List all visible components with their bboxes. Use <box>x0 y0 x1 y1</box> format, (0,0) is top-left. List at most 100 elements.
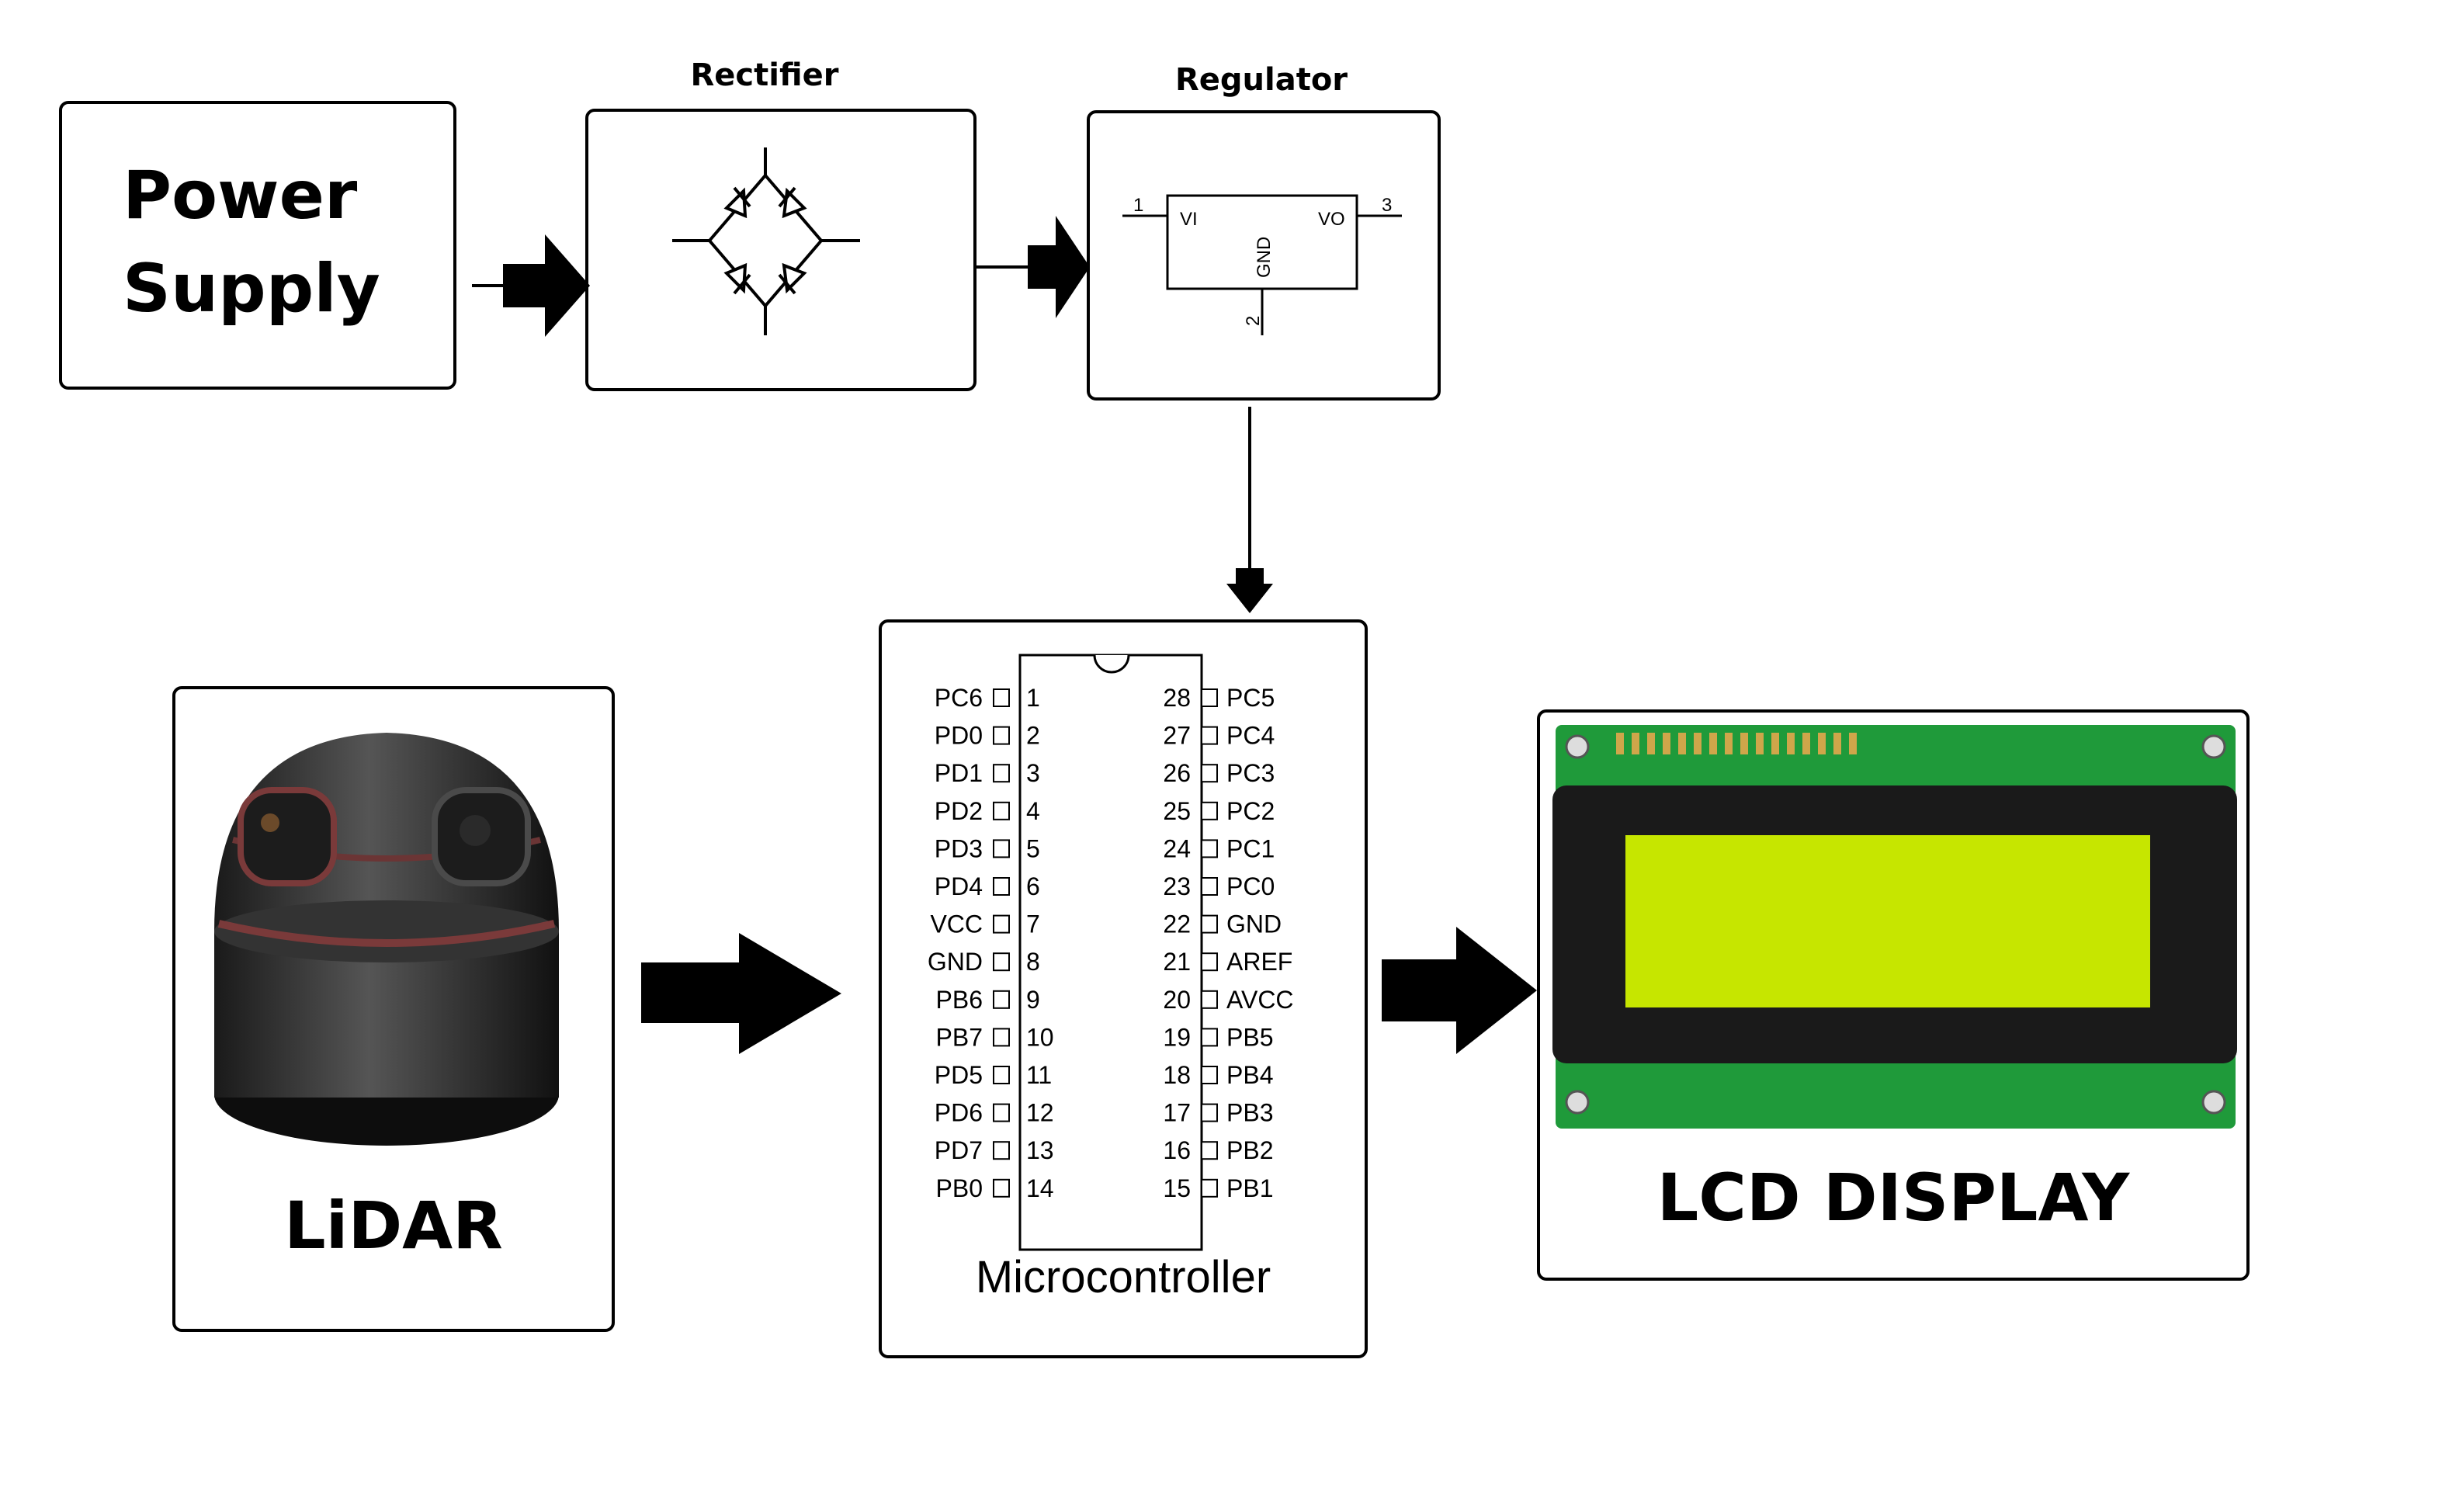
regulator-title: Regulator <box>1174 62 1348 98</box>
arrow-microcontroller-to-lcd <box>1382 927 1537 1054</box>
arrow-power-to-rectifier <box>472 234 590 337</box>
pin-number-right: 28 <box>1163 684 1191 712</box>
lcd-header-pin <box>1632 733 1639 754</box>
pin-pad-right <box>1201 1141 1218 1160</box>
rectifier-title: Rectifier <box>690 57 839 93</box>
pin-number-right: 23 <box>1163 872 1191 900</box>
pin-name-left: PB6 <box>936 986 983 1014</box>
lcd-label: LCD DISPLAY <box>1656 1160 2130 1236</box>
lcd-header-pin <box>1818 733 1826 754</box>
pin-pad-right <box>1201 1028 1218 1047</box>
pin-name-left: GND <box>928 948 983 976</box>
power-supply-label-line1: Power <box>123 157 358 234</box>
pin-name-left: PD2 <box>935 797 983 825</box>
pin-name-left: PD7 <box>935 1136 983 1164</box>
pin-number-right: 27 <box>1163 722 1191 750</box>
power-supply-block <box>59 101 456 390</box>
pin-number-right: 19 <box>1163 1023 1191 1051</box>
pin-pad-left <box>993 688 1010 707</box>
pin-pad-right <box>1201 839 1218 858</box>
pin-name-left: PD4 <box>935 872 983 900</box>
lcd-header-pin <box>1709 733 1717 754</box>
pin-pad-right <box>1201 1066 1218 1084</box>
pin-name-left: PD3 <box>935 834 983 862</box>
pin-pad-left <box>993 1178 1010 1198</box>
pin-number-right: 15 <box>1163 1174 1191 1202</box>
pin-name-right: PB1 <box>1226 1174 1273 1202</box>
pin-pad-left <box>993 801 1010 820</box>
pin-pad-right <box>1201 726 1218 745</box>
pin-number-right: 16 <box>1163 1136 1191 1164</box>
pin-name-right: PB4 <box>1226 1061 1273 1089</box>
lcd-header-pin <box>1663 733 1670 754</box>
lcd-header-pin <box>1771 733 1779 754</box>
pin-name-right: PC5 <box>1226 684 1275 712</box>
power-supply-label-line2: Supply <box>123 250 380 328</box>
pin-pad-right <box>1201 1103 1218 1122</box>
pin-number-right: 18 <box>1163 1061 1191 1089</box>
pin-number-left: 14 <box>1026 1174 1054 1202</box>
pin-name-right: PC2 <box>1226 797 1275 825</box>
arrow-rectifier-to-regulator <box>977 216 1090 318</box>
pin-number-left: 3 <box>1026 759 1040 787</box>
arrow-regulator-to-microcontroller <box>1226 407 1273 613</box>
pin-number-right: 17 <box>1163 1099 1191 1127</box>
pin-name-left: PD1 <box>935 759 983 787</box>
pin-number-left: 6 <box>1026 872 1040 900</box>
pin-number-left: 4 <box>1026 797 1040 825</box>
pin-name-left: PD0 <box>935 722 983 750</box>
pin-name-right: PC4 <box>1226 722 1275 750</box>
pin-number-right: 22 <box>1163 910 1191 938</box>
regulator-vo: VO <box>1318 209 1345 230</box>
lcd-header-pins <box>1616 733 1857 754</box>
rectifier-block <box>585 109 977 391</box>
pin-name-left: PD5 <box>935 1061 983 1089</box>
pin-name-right: PB5 <box>1226 1023 1273 1051</box>
arrow-lidar-to-microcontroller <box>641 933 841 1054</box>
regulator-pin2: 2 <box>1243 316 1264 326</box>
pin-pad-right <box>1201 1178 1218 1198</box>
lcd-header-pin <box>1802 733 1810 754</box>
pin-name-left: VCC <box>930 910 983 938</box>
pin-pad-left <box>993 726 1010 745</box>
regulator-vi: VI <box>1180 209 1198 230</box>
pin-number-right: 20 <box>1163 986 1191 1014</box>
pin-pad-right <box>1201 801 1218 820</box>
lcd-header-pin <box>1849 733 1857 754</box>
pin-number-left: 2 <box>1026 722 1040 750</box>
pin-number-right: 26 <box>1163 759 1191 787</box>
pin-pad-right <box>1201 877 1218 896</box>
microcontroller-label: Microcontroller <box>975 1252 1271 1302</box>
lcd-header-pin <box>1725 733 1733 754</box>
bridge-rectifier-symbol <box>672 147 860 335</box>
pin-pad-right <box>1201 990 1218 1009</box>
pin-name-left: PD6 <box>935 1099 983 1127</box>
pin-pad-left <box>993 1028 1010 1047</box>
pin-pad-right <box>1201 952 1218 972</box>
pin-number-right: 24 <box>1163 834 1191 862</box>
pin-number-left: 8 <box>1026 948 1040 976</box>
pin-pad-left <box>993 877 1010 896</box>
pin-pad-right <box>1201 764 1218 783</box>
pin-number-left: 9 <box>1026 986 1040 1014</box>
lcd-module-image <box>1552 725 2237 1129</box>
pin-name-right: PC0 <box>1226 872 1275 900</box>
pin-pad-left <box>993 839 1010 858</box>
microcontroller-chip <box>1018 654 1203 1251</box>
pin-name-right: AREF <box>1226 948 1292 976</box>
pin-number-left: 13 <box>1026 1136 1054 1164</box>
lcd-header-pin <box>1740 733 1748 754</box>
pin-pad-right <box>1201 688 1218 707</box>
pin-number-left: 10 <box>1026 1023 1054 1051</box>
pin-number-left: 5 <box>1026 834 1040 862</box>
pin-number-right: 25 <box>1163 797 1191 825</box>
pin-name-left: PB0 <box>936 1174 983 1202</box>
pin-name-right: PB2 <box>1226 1136 1273 1164</box>
lcd-header-pin <box>1647 733 1655 754</box>
lcd-header-pin <box>1678 733 1686 754</box>
pin-pad-left <box>993 764 1010 783</box>
lcd-header-pin <box>1694 733 1702 754</box>
regulator-symbol: 1 3 VI VO GND 2 <box>1122 194 1402 335</box>
